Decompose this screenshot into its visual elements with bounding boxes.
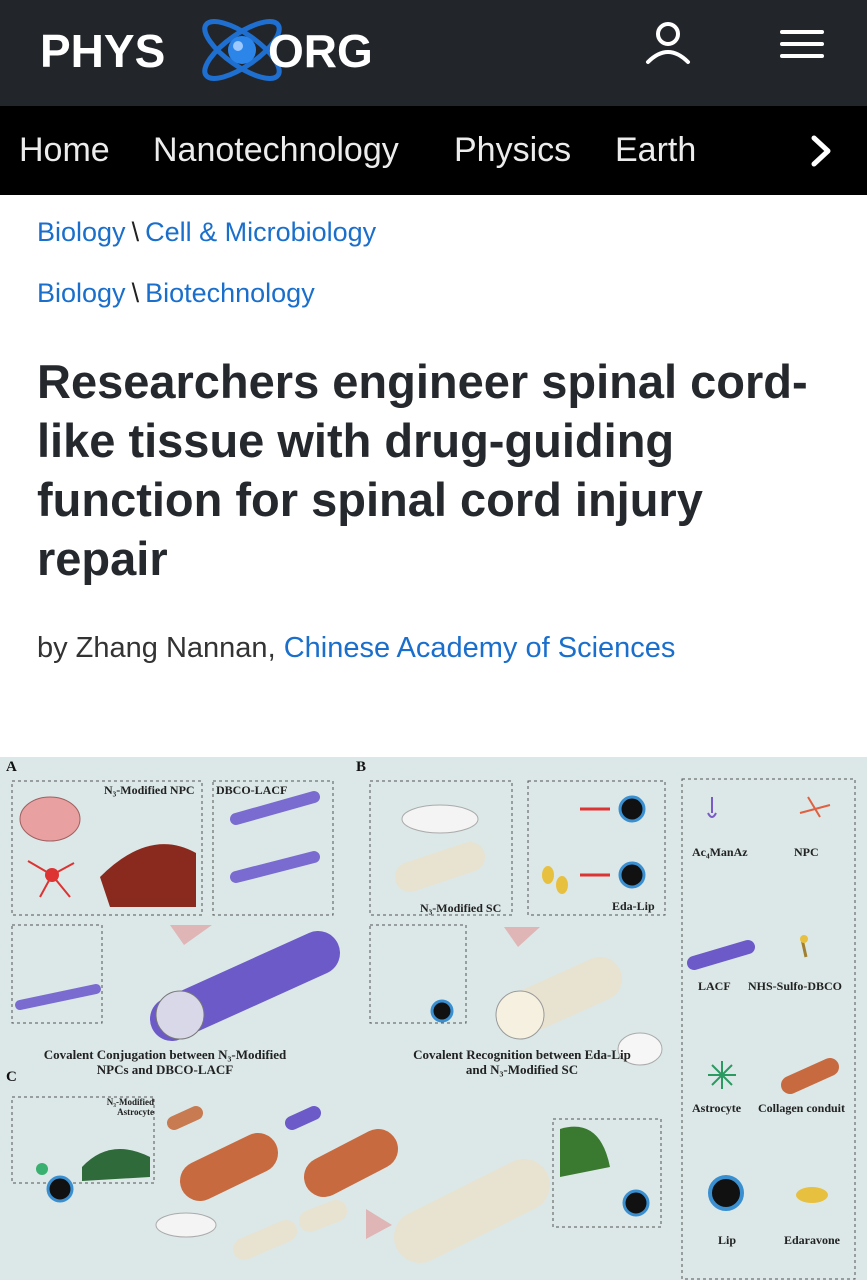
figure-panel-label: B [356,759,367,775]
figure-panel-label: C [6,1069,17,1085]
logo-text-left: PHYS [40,25,166,77]
category-nav: Home Nanotechnology Physics Earth [0,106,867,195]
chevron-right-icon[interactable] [804,130,838,172]
figure-label: N₃-Modified NPC [104,783,195,797]
breadcrumb-child[interactable]: Cell & Microbiology [145,217,377,247]
breadcrumb-separator: \ [131,278,140,308]
site-logo[interactable]: PHYS ORG [40,14,400,86]
breadcrumb-parent[interactable]: Biology [37,278,126,308]
breadcrumb-parent[interactable]: Biology [37,217,126,247]
legend-label: Astrocyte [692,1101,742,1115]
figure-caption: Covalent Conjugation between N₃-Modified… [43,1047,287,1077]
logo-text-right: ORG [268,25,373,77]
nav-item-earth[interactable]: Earth [615,131,697,169]
article-title: Researchers engineer spinal cord-like ti… [37,355,808,585]
figure-illustration [11,778,856,1280]
breadcrumb-separator: \ [131,217,140,247]
author-name: by Zhang Nannan [37,632,268,664]
legend-label: NPC [794,845,819,859]
author-organization-link[interactable]: Chinese Academy of Sciences [283,632,676,664]
legend-label: Ac₄ManAz [692,845,748,859]
legend-label: Collagen conduit [758,1101,846,1115]
figure-caption: Covalent Recognition between Eda-Lip and… [413,1047,631,1077]
hamburger-menu-icon[interactable] [776,22,828,66]
breadcrumb-child[interactable]: Biotechnology [145,278,315,308]
user-icon[interactable] [640,16,696,72]
atom-logo-icon [202,19,282,81]
nav-item-home[interactable]: Home [19,131,110,169]
figure-label: DBCO-LACF [216,783,288,797]
article-byline: by Zhang Nannan, Chinese Academy of Scie… [37,630,675,666]
figure-label: N₃-Modified Astrocyte [106,1097,154,1117]
nav-item-physics[interactable]: Physics [454,131,572,169]
top-header: PHYS ORG [0,0,867,106]
figure-label: N₃-Modified SC [420,901,502,915]
byline-separator: , [267,632,276,664]
legend-label: LACF [698,979,731,993]
article-figure[interactable]: A B C N₃-Modified NPC DBCO-LACF N₃-Modif… [0,757,867,1280]
figure-panel-label: A [6,759,17,775]
figure-label: Eda-Lip [612,899,655,913]
breadcrumb: Biology\Cell & Microbiology [37,216,376,248]
legend-label: NHS-Sulfo-DBCO [748,979,843,993]
breadcrumb: Biology\Biotechnology [37,277,315,309]
legend-label: Edaravone [784,1233,841,1247]
legend-label: Lip [718,1233,737,1247]
nav-item-nanotechnology[interactable]: Nanotechnology [153,131,399,169]
